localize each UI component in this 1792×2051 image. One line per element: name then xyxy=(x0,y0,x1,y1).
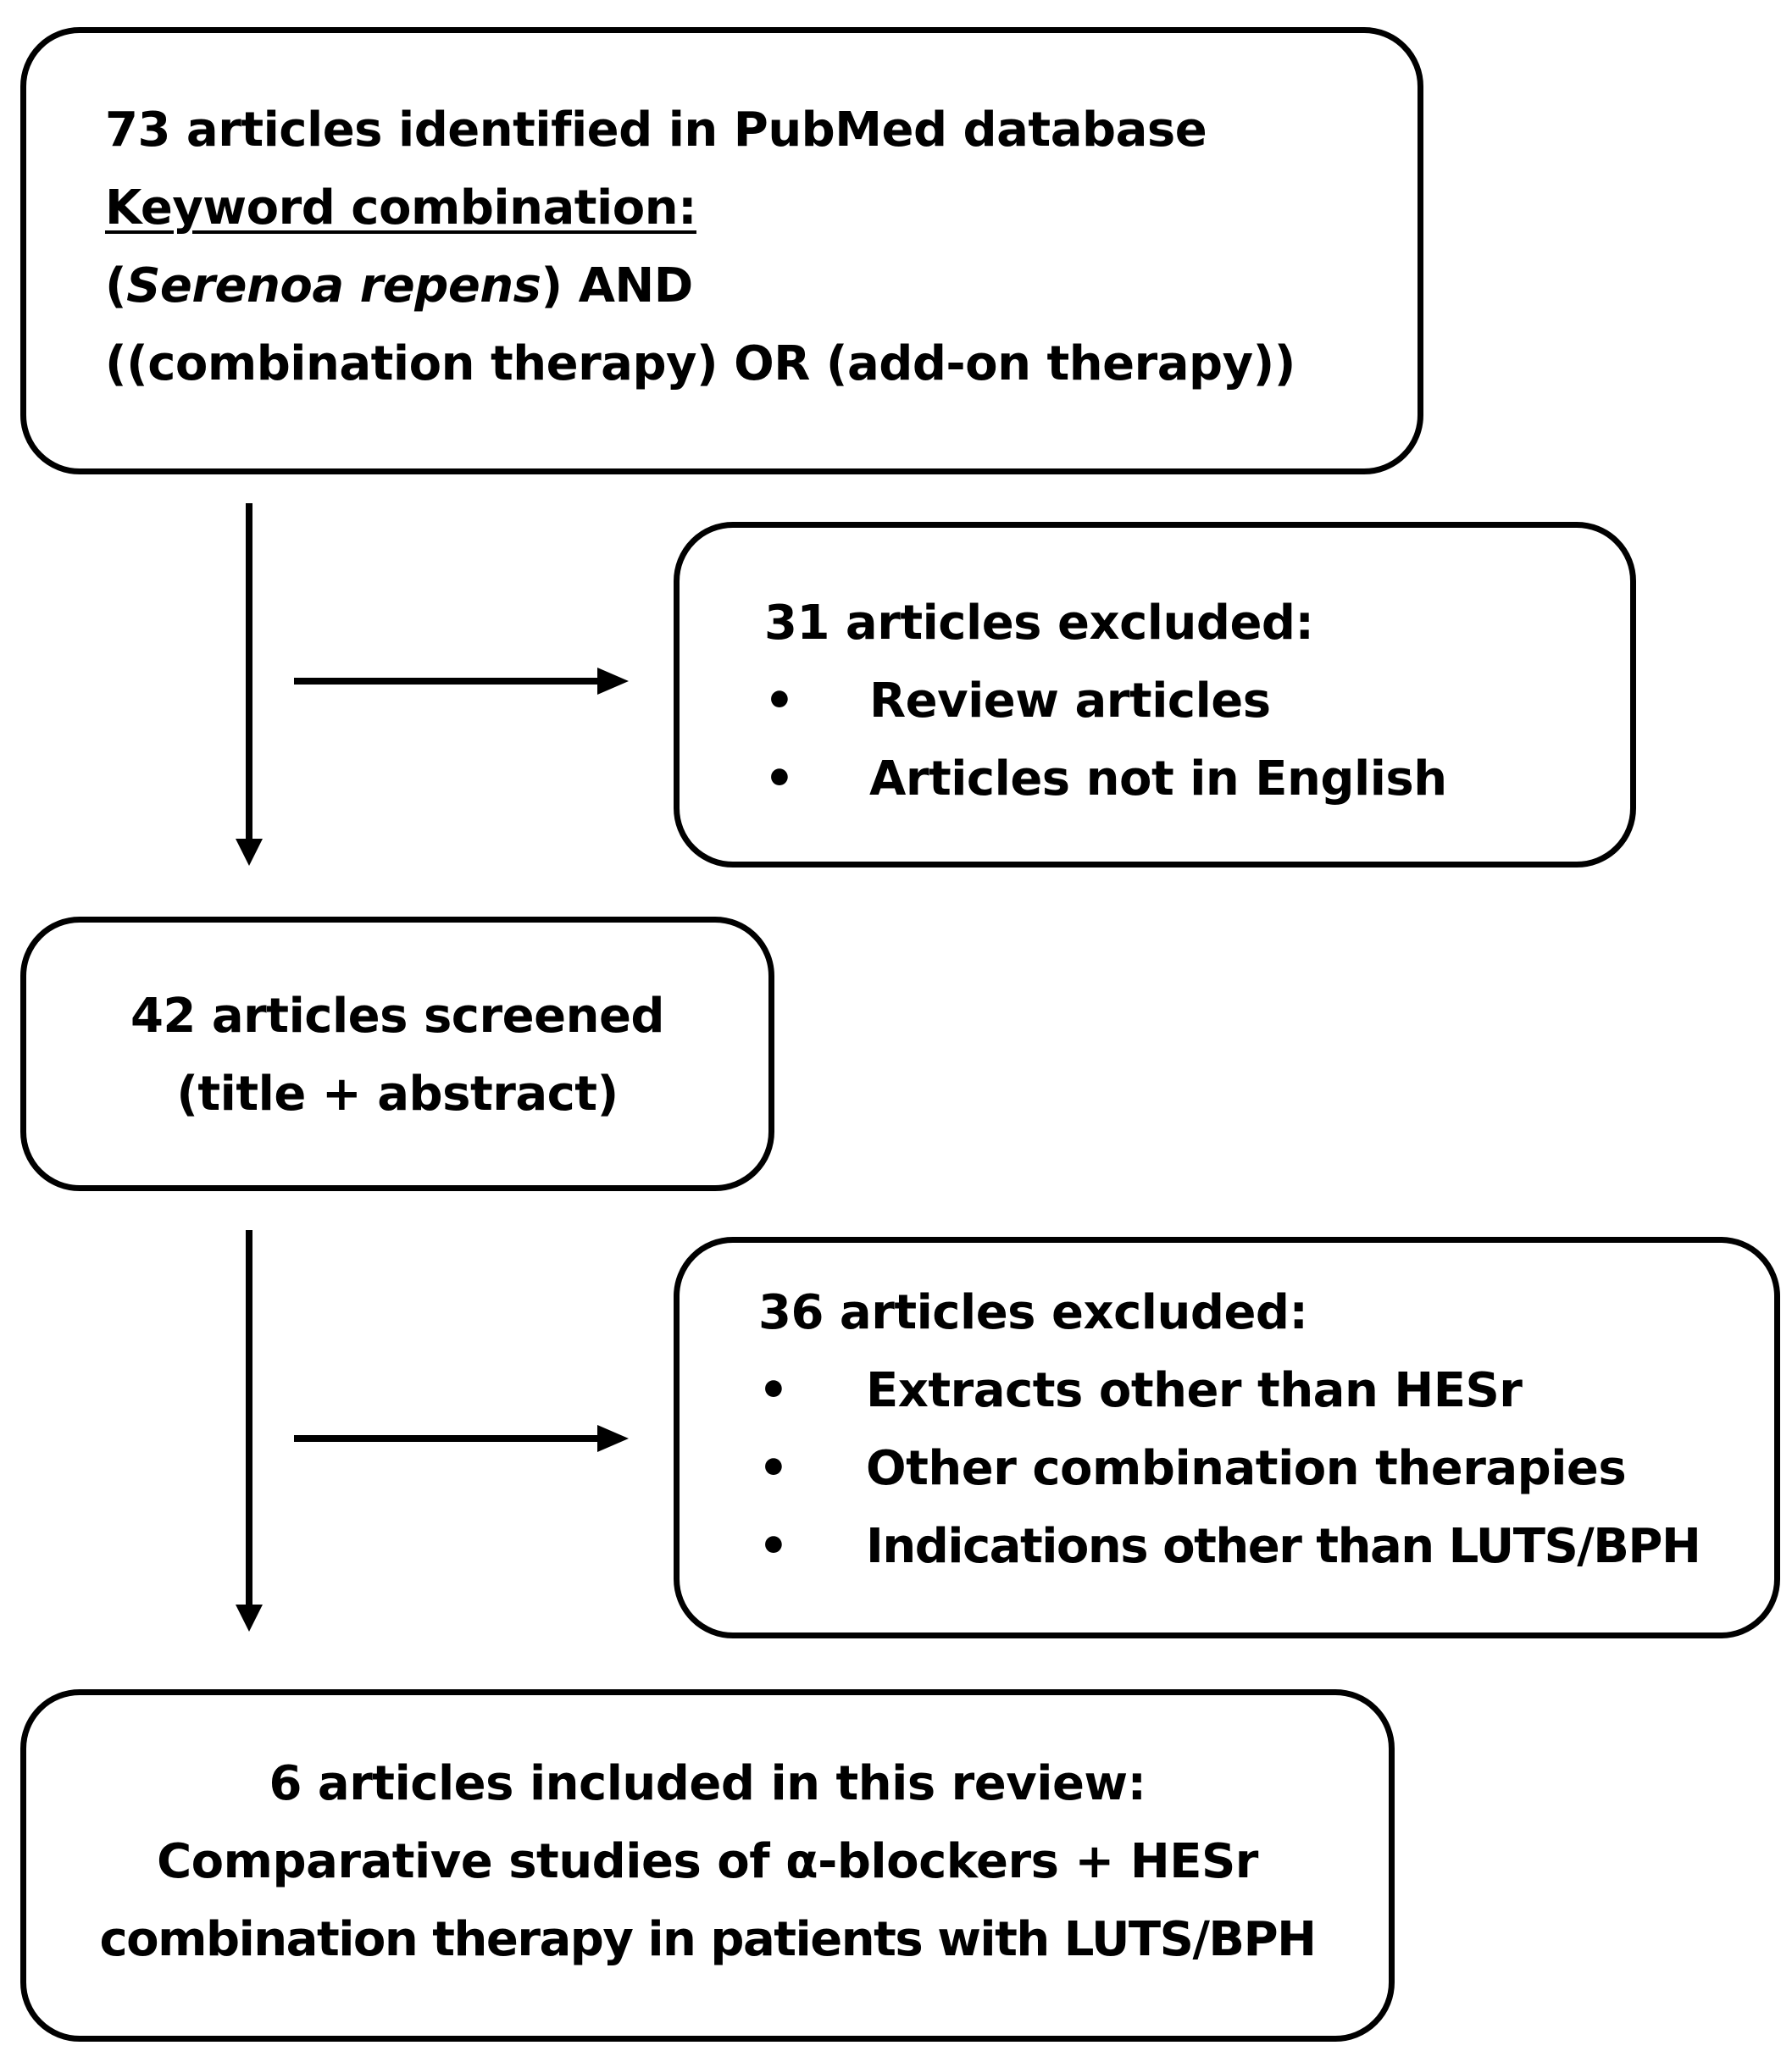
exclusion-box-2: 36 articles excluded: • Extracts other t… xyxy=(674,1237,1780,1638)
keyword-combination-heading: Keyword combination: xyxy=(105,180,696,236)
arrow-down-1 xyxy=(236,503,263,866)
arrow-right-2 xyxy=(294,1425,629,1452)
and-operator: ) AND xyxy=(541,258,694,313)
exclusion-2-title: 36 articles excluded: xyxy=(758,1285,1308,1340)
keyword-line-1: (Serenoa repens) AND xyxy=(105,257,693,316)
bullet-icon: • xyxy=(758,1519,789,1574)
included-description-2: combination therapy in patients with LUT… xyxy=(99,1912,1317,1967)
included-box: 6 articles included in this review: Comp… xyxy=(20,1689,1395,2042)
included-count-text: 6 articles included in this review: xyxy=(269,1756,1146,1811)
exclusion-2-item: Indications other than LUTS/BPH xyxy=(866,1519,1701,1574)
included-description-1: Comparative studies of α-blockers + HESr xyxy=(157,1834,1258,1889)
bullet-icon: • xyxy=(758,1363,789,1418)
species-name: Serenoa repens xyxy=(126,258,541,313)
screening-method-text: (title + abstract) xyxy=(176,1067,619,1122)
exclusion-box-1: 31 articles excluded: • Review articles … xyxy=(674,522,1636,868)
arrow-down-2 xyxy=(236,1230,263,1632)
arrow-right-1 xyxy=(294,668,629,695)
exclusion-1-item: Articles not in English xyxy=(869,751,1447,807)
bullet-icon: • xyxy=(764,751,795,807)
exclusion-1-item: Review articles xyxy=(869,674,1271,729)
bullet-icon: • xyxy=(764,674,795,729)
exclusion-2-item: Other combination therapies xyxy=(866,1441,1627,1496)
bullet-icon: • xyxy=(758,1441,789,1496)
keyword-line-2: ((combination therapy) OR (add-on therap… xyxy=(105,336,1295,391)
search-box: 73 articles identified in PubMed databas… xyxy=(20,27,1423,474)
identified-count-text: 73 articles identified in PubMed databas… xyxy=(105,103,1207,158)
screened-count-text: 42 articles screened xyxy=(130,989,665,1044)
paren-open: ( xyxy=(105,258,127,313)
screened-box: 42 articles screened (title + abstract) xyxy=(20,917,774,1191)
exclusion-1-title: 31 articles excluded: xyxy=(764,596,1314,651)
exclusion-2-item: Extracts other than HESr xyxy=(866,1363,1523,1418)
